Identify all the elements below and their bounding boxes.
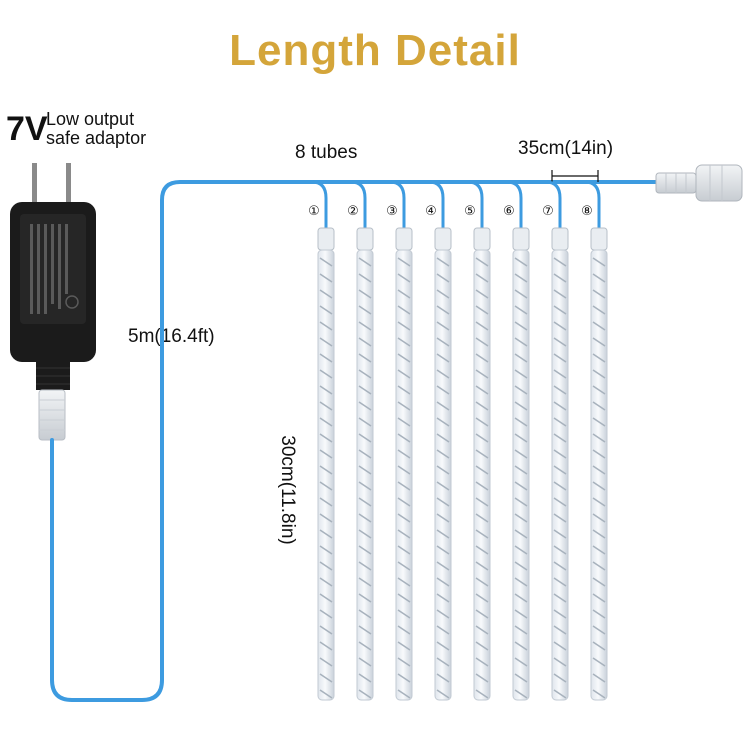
tube-cap bbox=[590, 227, 608, 251]
tube-body bbox=[395, 249, 413, 701]
tube-branch-wire bbox=[467, 180, 484, 230]
tube-number-label: ② bbox=[347, 204, 359, 219]
lead-length-label: 5m(16.4ft) bbox=[128, 326, 215, 347]
tube-cap bbox=[317, 227, 335, 251]
tube-count-label: 8 tubes bbox=[295, 142, 358, 163]
tube-branch-wire bbox=[506, 180, 523, 230]
tube-6: ⑥ bbox=[503, 180, 530, 701]
tube-branch-wire bbox=[428, 180, 445, 230]
tube-body bbox=[356, 249, 374, 701]
tube-body bbox=[434, 249, 452, 701]
tube-number-label: ⑦ bbox=[542, 204, 554, 219]
tube-spacing-label: 35cm(14in) bbox=[518, 138, 614, 159]
tube-8: ⑧ bbox=[581, 180, 608, 701]
tube-cap bbox=[356, 227, 374, 251]
power-adaptor bbox=[10, 163, 96, 441]
tube-3: ③ bbox=[386, 180, 413, 701]
tube-number-label: ① bbox=[308, 204, 320, 219]
tube-spiral bbox=[319, 257, 333, 699]
tube-spiral bbox=[514, 257, 528, 699]
tube-branch-wire bbox=[389, 180, 406, 230]
adaptor-plug bbox=[38, 389, 66, 441]
tube-number-label: ⑤ bbox=[464, 204, 476, 219]
tube-spiral bbox=[553, 257, 567, 699]
spacing-dimension-marker bbox=[551, 170, 599, 182]
tube-spiral bbox=[358, 257, 372, 699]
tube-5: ⑤ bbox=[464, 180, 491, 701]
adaptor-neck-ridges bbox=[36, 367, 70, 385]
tube-branch-wire bbox=[311, 180, 328, 230]
adaptor-desc-line2: safe adaptor bbox=[46, 128, 147, 148]
tube-spiral bbox=[592, 257, 606, 699]
tube-cap bbox=[512, 227, 530, 251]
tube-branch-wire bbox=[545, 180, 562, 230]
tube-cap bbox=[473, 227, 491, 251]
adaptor-plug-ridges bbox=[39, 399, 65, 431]
adaptor-description: Low output safe adaptor bbox=[46, 110, 146, 148]
tube-body bbox=[512, 249, 530, 701]
adaptor-desc-line1: Low output bbox=[46, 109, 135, 129]
adaptor-prong-left bbox=[32, 163, 37, 205]
tube-branch-wire bbox=[350, 180, 367, 230]
tube-number-label: ④ bbox=[425, 204, 437, 219]
adaptor-fine-print bbox=[30, 224, 79, 314]
tube-body bbox=[473, 249, 491, 701]
adaptor-neck bbox=[36, 360, 70, 390]
end-connector bbox=[655, 164, 743, 202]
tube-group: ① ② ③ ④ ⑤ ⑥ ⑦ ⑧ bbox=[308, 180, 608, 701]
page-title: Length Detail bbox=[229, 26, 521, 75]
tube-2: ② bbox=[347, 180, 374, 701]
tube-cap bbox=[551, 227, 569, 251]
tube-4: ④ bbox=[425, 180, 452, 701]
tube-number-label: ⑧ bbox=[581, 204, 593, 219]
tube-body bbox=[317, 249, 335, 701]
tube-body bbox=[551, 249, 569, 701]
tube-spiral bbox=[475, 257, 489, 699]
adaptor-voltage-label: 7V bbox=[6, 110, 48, 148]
tube-spiral bbox=[397, 257, 411, 699]
tube-cap bbox=[434, 227, 452, 251]
adaptor-prong-right bbox=[66, 163, 71, 205]
tube-cap bbox=[395, 227, 413, 251]
tube-number-label: ③ bbox=[386, 204, 398, 219]
tube-1: ① bbox=[308, 180, 335, 701]
tube-body bbox=[590, 249, 608, 701]
tube-7: ⑦ bbox=[542, 180, 569, 701]
tube-spiral bbox=[436, 257, 450, 699]
tube-number-label: ⑥ bbox=[503, 204, 515, 219]
lead-cable bbox=[50, 180, 662, 702]
tube-branch-wire bbox=[584, 180, 601, 230]
